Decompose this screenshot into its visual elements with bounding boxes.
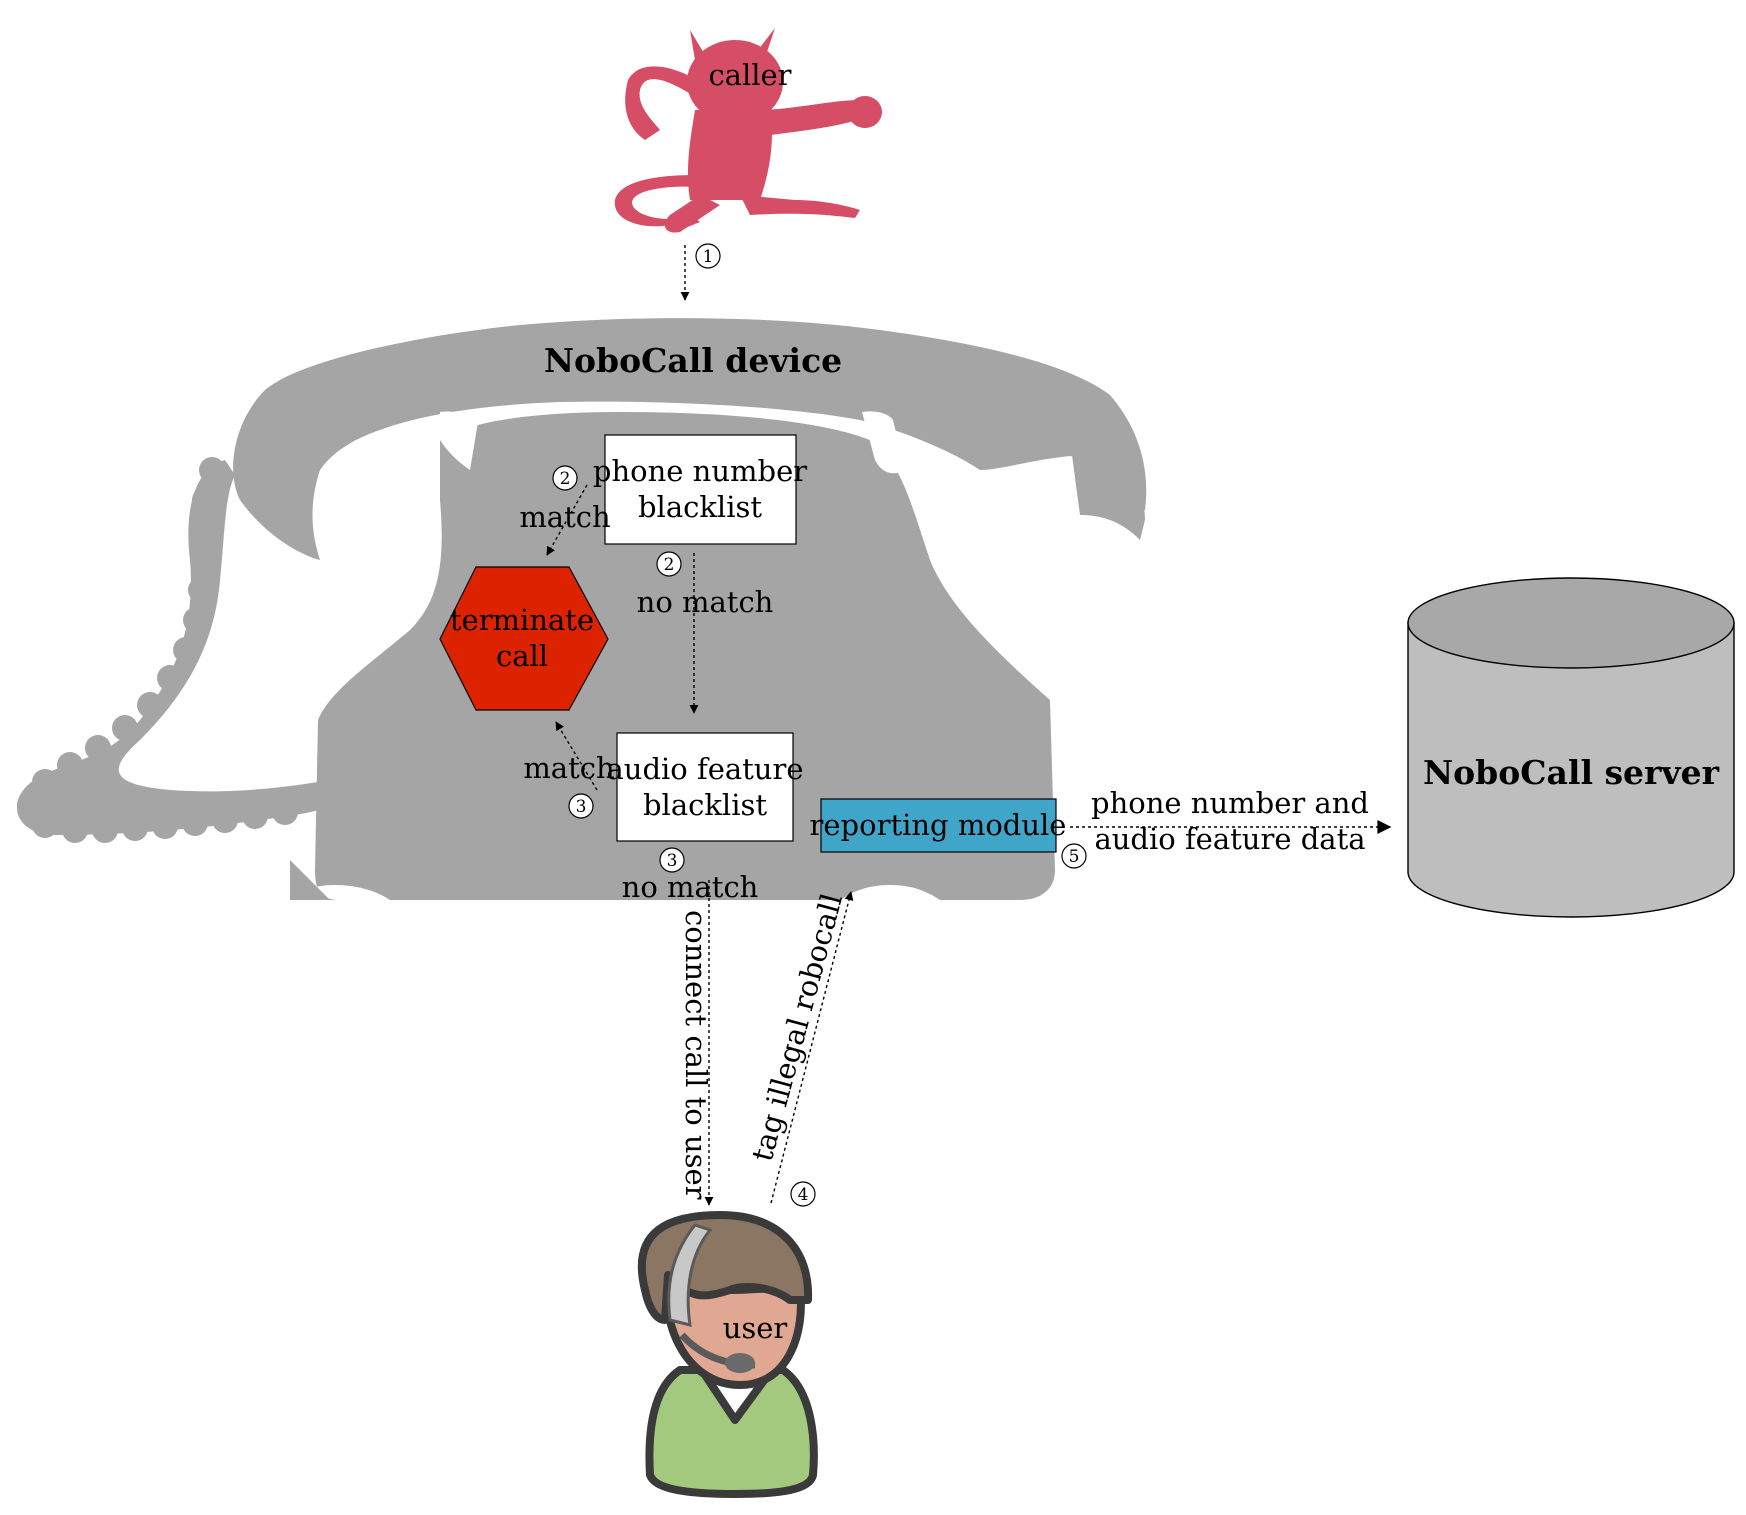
step-number-3b: 3 [667, 851, 678, 871]
edge-connect-label: connect call to user [679, 910, 713, 1200]
user-label: user [723, 1311, 788, 1345]
edge-audio-match-label: match [523, 751, 614, 785]
step-marker-3a [568, 793, 594, 819]
devil-icon [614, 28, 882, 233]
edge-phone-match [546, 484, 588, 556]
edge-report-label-line2: audio feature data [1094, 822, 1365, 856]
database-cylinder-icon [1407, 577, 1735, 918]
device-title: NoboCall device [544, 341, 842, 380]
phone-slot-right [862, 411, 905, 474]
server-body [1407, 622, 1735, 918]
edge-tag-label: tag illegal robocall [745, 890, 849, 1165]
reporting-module-box [820, 798, 1057, 853]
edge-phone-match-label: match [519, 500, 610, 534]
server-label: NoboCall server [1423, 753, 1720, 792]
step-number-3a: 3 [576, 797, 587, 817]
audio-feature-blacklist-box [616, 732, 794, 842]
step-number-4: 4 [798, 1185, 809, 1205]
edge-report-label-line1: phone number and [1091, 786, 1369, 820]
server-top [1407, 577, 1735, 669]
terminate-line2: call [496, 639, 548, 673]
audio-blacklist-line1: audio feature [606, 752, 803, 786]
step-number-2a: 2 [560, 469, 571, 489]
phone-number-blacklist-box [604, 434, 797, 545]
step-marker-4 [790, 1181, 816, 1207]
edge-audio-no-match-label: no match [622, 870, 759, 904]
reporting-module-label: reporting module [810, 808, 1067, 842]
phone-slot-left [440, 411, 478, 470]
terminate-call-hexagon [439, 566, 609, 711]
step-number-5: 5 [1069, 847, 1080, 867]
caller-label: caller [708, 58, 791, 92]
step-marker-3b [659, 847, 685, 873]
step-marker-1 [695, 243, 721, 269]
step-marker-5 [1061, 843, 1087, 869]
rotary-phone-icon [16, 318, 1147, 900]
edge-audio-match [555, 721, 598, 791]
step-number-1: 1 [703, 247, 714, 267]
user-shirt [645, 1366, 818, 1498]
phone-blacklist-line2: blacklist [638, 490, 762, 524]
terminate-line1: terminate [450, 603, 594, 637]
edge-phone-no-match-label: no match [637, 585, 774, 619]
person-with-headset-icon [637, 1211, 818, 1498]
audio-blacklist-line2: blacklist [643, 788, 767, 822]
step-marker-2a [552, 465, 578, 491]
phone-blacklist-line1: phone number [593, 454, 807, 488]
step-marker-2b [656, 551, 682, 577]
headset-icon [667, 1223, 756, 1373]
step-number-2b: 2 [664, 555, 675, 575]
